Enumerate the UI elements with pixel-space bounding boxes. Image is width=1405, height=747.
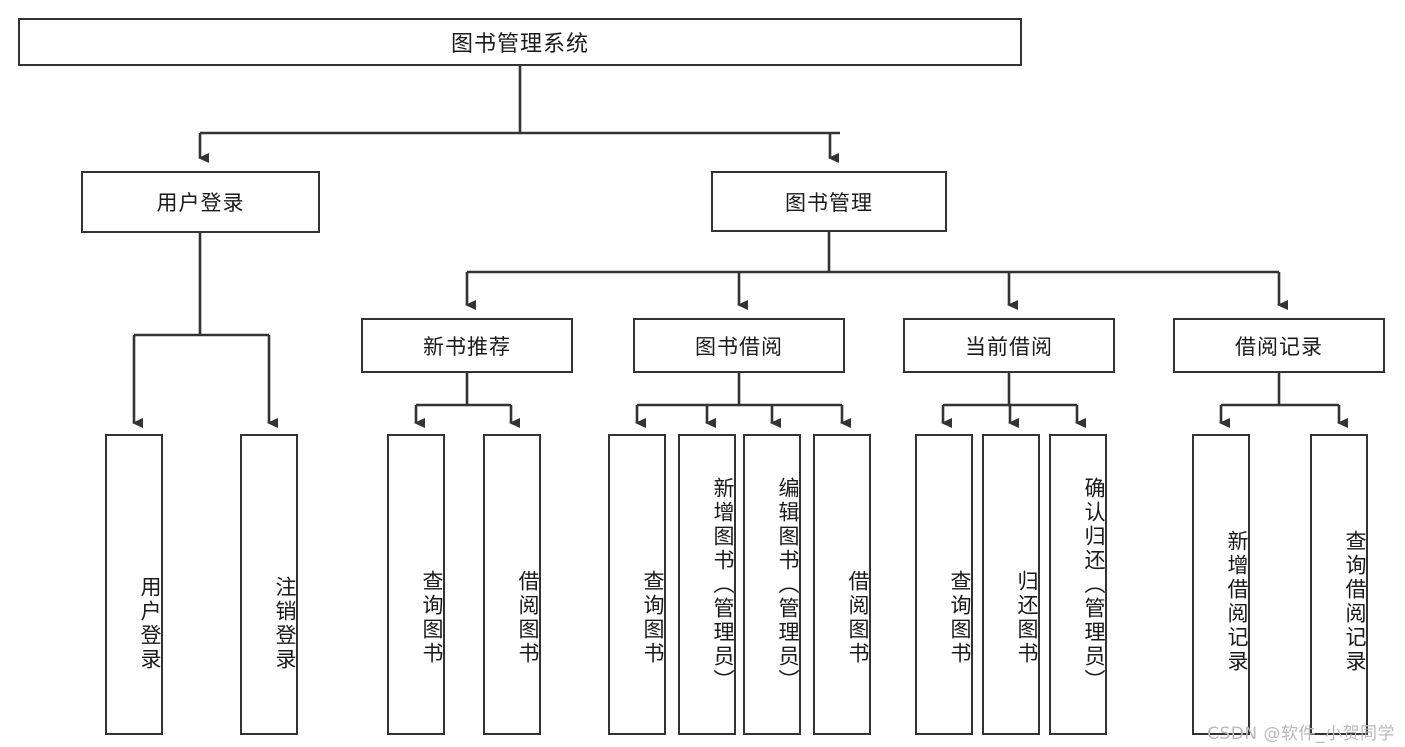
leaf-user-logout[interactable]: 注销登录 <box>240 434 298 735</box>
leaf-return-book[interactable]: 归还图书 <box>982 434 1040 735</box>
node-root-system[interactable]: 图书管理系统 <box>18 18 1022 66</box>
leaf-query-book-current[interactable]: 查询图书 <box>915 434 973 735</box>
leaf-borrow-book[interactable]: 借阅图书 <box>813 434 871 735</box>
leaf-query-book-recommend[interactable]: 查询图书 <box>387 434 445 735</box>
csdn-watermark: CSDN @软件_小贺同学 <box>1207 724 1395 744</box>
leaf-add-book[interactable]: 新增图书（管理员） <box>678 434 736 735</box>
leaf-add-borrow-record[interactable]: 新增借阅记录 <box>1192 434 1250 735</box>
leaf-borrow-book-recommend[interactable]: 借阅图书 <box>483 434 541 735</box>
node-borrow-record[interactable]: 借阅记录 <box>1173 318 1385 373</box>
node-new-book-recommend[interactable]: 新书推荐 <box>361 318 573 373</box>
leaf-query-borrow-record[interactable]: 查询借阅记录 <box>1310 434 1368 735</box>
node-book-manage[interactable]: 图书管理 <box>711 171 947 232</box>
leaf-confirm-return[interactable]: 确认归还（管理员） <box>1049 434 1107 735</box>
leaf-edit-book[interactable]: 编辑图书（管理员） <box>743 434 801 735</box>
node-user-login[interactable]: 用户登录 <box>81 171 320 233</box>
node-current-borrow[interactable]: 当前借阅 <box>903 318 1115 373</box>
node-book-borrow[interactable]: 图书借阅 <box>633 318 845 373</box>
leaf-user-login[interactable]: 用户登录 <box>105 434 163 735</box>
leaf-query-book-borrow[interactable]: 查询图书 <box>608 434 666 735</box>
